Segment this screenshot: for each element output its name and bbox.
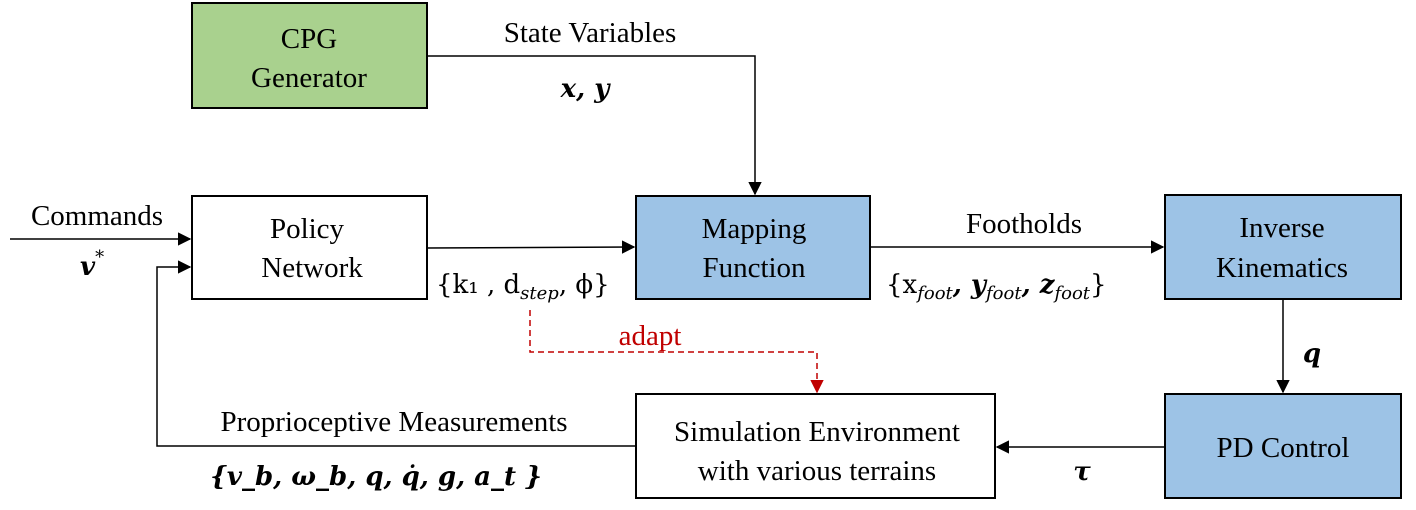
tau-label: τ bbox=[1073, 457, 1091, 487]
policy-output-tail: , ϕ} bbox=[559, 270, 610, 300]
foothold-vars-label: {xfoot, yfoot, zfoot} bbox=[886, 270, 1107, 304]
ik-line1: Inverse bbox=[1239, 212, 1324, 244]
feedback-arrow bbox=[156, 260, 636, 447]
pd-control-box: PD Control bbox=[1164, 393, 1402, 499]
cpg-to-mapping-arrow bbox=[427, 55, 762, 196]
cpg-generator-box: CPG Generator bbox=[191, 2, 428, 109]
sim-line1: Simulation Environment bbox=[674, 416, 960, 448]
xy-label: x, y bbox=[560, 74, 612, 104]
inverse-kinematics-box: Inverse Kinematics bbox=[1164, 194, 1402, 300]
policy-output-sub: step bbox=[520, 283, 559, 304]
foot-z-sub: foot bbox=[1052, 283, 1090, 304]
mapping-line2: Function bbox=[702, 252, 806, 284]
mapping-function-box: Mapping Function bbox=[635, 195, 871, 300]
pd-line1: PD Control bbox=[1217, 432, 1350, 464]
proprioceptive-vars-label: {v_b, ω_b, q, q̇, g, a_t } bbox=[210, 462, 542, 492]
foot-y: , y bbox=[952, 270, 988, 300]
policy-line1: Policy bbox=[270, 213, 345, 245]
v-star-sup: * bbox=[95, 247, 104, 268]
adapt-dashed-arrow bbox=[529, 310, 824, 394]
foot-end: } bbox=[1090, 270, 1107, 300]
foot-x-sub: foot bbox=[915, 283, 953, 304]
policy-output-head: {k₁ , d bbox=[436, 270, 520, 300]
v-star-label: v* bbox=[80, 247, 104, 282]
policy-line2: Network bbox=[261, 252, 363, 284]
mapping-line1: Mapping bbox=[702, 213, 807, 245]
foot-x: {x bbox=[886, 270, 918, 300]
foot-z: , z bbox=[1021, 270, 1056, 300]
state-variables-label: State Variables bbox=[504, 17, 677, 49]
proprioceptive-label: Proprioceptive Measurements bbox=[220, 406, 567, 438]
policy-output-label: {k₁ , dstep, ϕ} bbox=[436, 270, 610, 304]
v-star-symbol: v bbox=[80, 252, 96, 282]
foot-y-sub: foot bbox=[984, 283, 1022, 304]
cpg-line1: CPG bbox=[281, 23, 337, 55]
commands-label: Commands bbox=[31, 200, 163, 232]
q-label: q bbox=[1303, 339, 1321, 369]
footholds-label: Footholds bbox=[966, 208, 1082, 240]
simulation-environment-box: Simulation Environment with various terr… bbox=[635, 393, 996, 499]
policy-network-box: Policy Network bbox=[191, 195, 428, 300]
ik-line2: Kinematics bbox=[1216, 252, 1348, 284]
cpg-line2: Generator bbox=[251, 62, 367, 94]
adapt-label: adapt bbox=[619, 320, 682, 352]
policy-to-mapping-arrow bbox=[426, 240, 636, 254]
sim-line2: with various terrains bbox=[698, 455, 936, 487]
